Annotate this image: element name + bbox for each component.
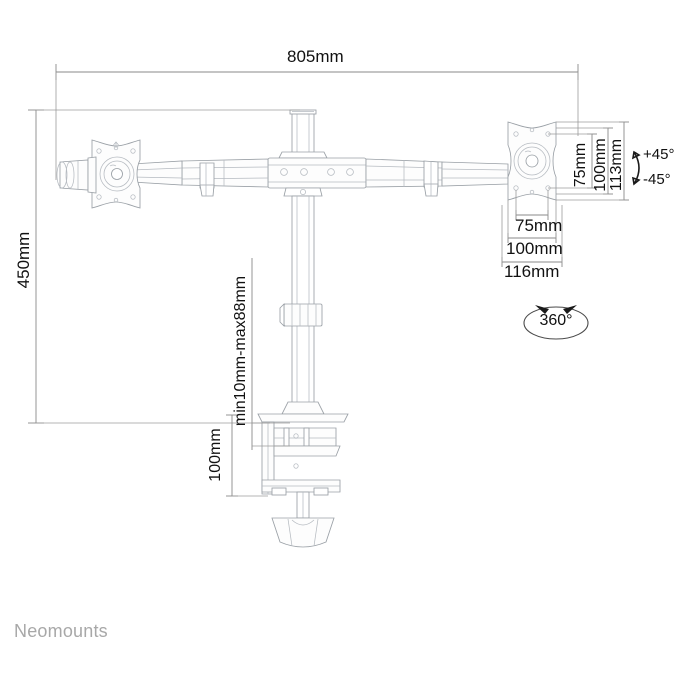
right-arm (365, 158, 509, 197)
center-hub (267, 151, 367, 197)
rotation-symbol (523, 305, 589, 340)
label-vesa-height-75: 75mm (572, 142, 589, 188)
dimension-lines (28, 64, 629, 497)
height-adjust-collar (279, 302, 323, 328)
left-end-cap (56, 156, 97, 194)
cable-clip-right (423, 160, 439, 197)
label-vesa-width-75: 75mm (515, 216, 563, 235)
left-vesa-plate (91, 139, 141, 209)
dim-vesa-vertical-group (548, 121, 629, 201)
cable-clip-left (199, 162, 215, 197)
label-rotation: 360° (539, 312, 573, 329)
label-plate-width-116: 116mm (504, 262, 560, 281)
dim-vesa-horizontal-group (501, 190, 563, 267)
label-vesa-width-100: 100mm (506, 239, 563, 258)
brand-logo: Neomounts (14, 621, 108, 641)
label-plate-height-113: 113mm (608, 138, 625, 192)
dim-desk-thickness (251, 258, 290, 450)
upper-pole (289, 109, 317, 159)
label-clamp-height: 100mm (207, 428, 224, 482)
product-illustration (56, 109, 557, 548)
label-tilt-up: +45° (643, 146, 675, 163)
tilt-symbol (631, 150, 641, 186)
dim-clamp-height (226, 414, 268, 497)
label-tilt-down: -45° (643, 171, 671, 188)
dim-overall-height (28, 109, 300, 424)
label-desk-thickness: min10mm-max88mm (232, 275, 249, 427)
desk-clamp (257, 401, 349, 548)
label-overall-height: 450mm (14, 231, 33, 289)
label-overall-width: 805mm (287, 47, 344, 66)
lower-pole (279, 195, 323, 413)
left-arm (131, 158, 269, 197)
dim-overall-width (55, 64, 579, 180)
